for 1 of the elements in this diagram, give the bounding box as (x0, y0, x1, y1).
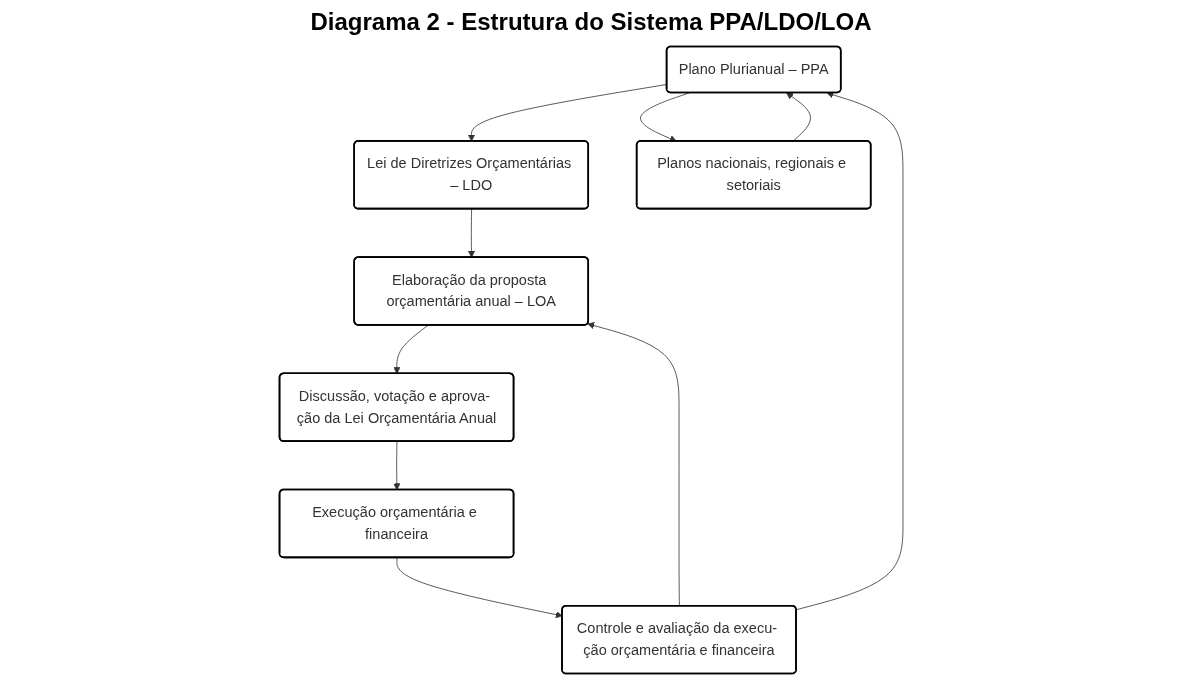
diagram-title: Diagrama 2 - Estrutura do Sistema PPA/LDO/LOA (309, 8, 873, 36)
